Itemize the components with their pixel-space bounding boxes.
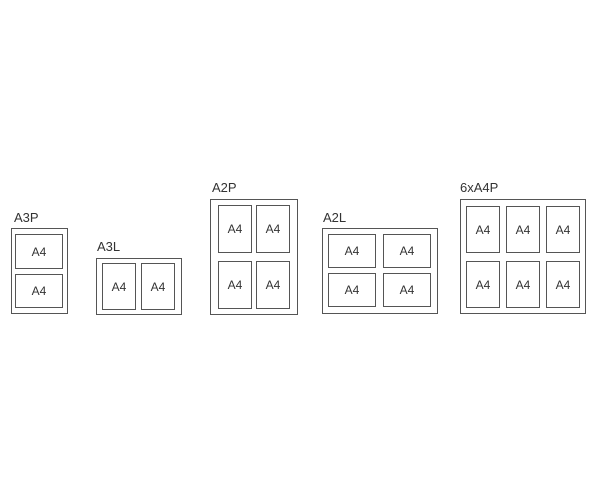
layout-frame-a2p: A4 A4 A4 A4 — [210, 199, 298, 315]
a4-sheet: A4 — [328, 273, 376, 307]
sheet-label: A4 — [475, 222, 491, 237]
layout-frame-a3p: A4 A4 — [11, 228, 68, 314]
a4-sheet: A4 — [383, 234, 431, 268]
layout-title-a2p: A2P — [212, 180, 237, 195]
sheet-label: A4 — [399, 283, 415, 297]
a4-sheet: A4 — [506, 206, 540, 253]
sheet-label: A4 — [265, 278, 281, 292]
a4-sheet: A4 — [256, 261, 290, 309]
sheet-label: A4 — [31, 284, 47, 298]
sheet-label: A4 — [475, 277, 491, 292]
a4-sheet: A4 — [546, 206, 580, 253]
a4-sheet: A4 — [256, 205, 290, 253]
sheet-label: A4 — [227, 222, 243, 236]
layout-title-6xa4p: 6xA4P — [460, 180, 499, 195]
layout-title-a3l: A3L — [97, 239, 121, 254]
sheet-label: A4 — [227, 278, 243, 292]
a4-sheet: A4 — [15, 274, 63, 308]
layout-frame-6xa4p: A4 A4 A4 A4 A4 A4 — [460, 199, 586, 314]
sheet-label: A4 — [515, 222, 531, 237]
sheet-label: A4 — [555, 222, 571, 237]
sheet-label: A4 — [150, 279, 166, 294]
a4-sheet: A4 — [218, 261, 252, 309]
a4-sheet: A4 — [546, 261, 580, 308]
a4-sheet: A4 — [328, 234, 376, 268]
layout-title-a3p: A3P — [14, 210, 39, 225]
a4-sheet: A4 — [15, 234, 63, 269]
layout-frame-a3l: A4 A4 — [96, 258, 182, 315]
a4-sheet: A4 — [466, 206, 500, 253]
sheet-label: A4 — [111, 279, 127, 294]
sheet-label: A4 — [399, 244, 415, 258]
sheet-label: A4 — [515, 277, 531, 292]
a4-sheet: A4 — [218, 205, 252, 253]
layout-title-a2l: A2L — [323, 210, 347, 225]
a4-sheet: A4 — [466, 261, 500, 308]
layout-frame-a2l: A4 A4 A4 A4 — [322, 228, 438, 314]
sheet-label: A4 — [265, 222, 281, 236]
sheet-label: A4 — [344, 283, 360, 297]
sheet-label: A4 — [344, 244, 360, 258]
a4-sheet: A4 — [383, 273, 431, 307]
a4-sheet: A4 — [506, 261, 540, 308]
sheet-label: A4 — [31, 244, 47, 259]
a4-sheet: A4 — [102, 263, 136, 310]
a4-sheet: A4 — [141, 263, 175, 310]
sheet-label: A4 — [555, 277, 571, 292]
